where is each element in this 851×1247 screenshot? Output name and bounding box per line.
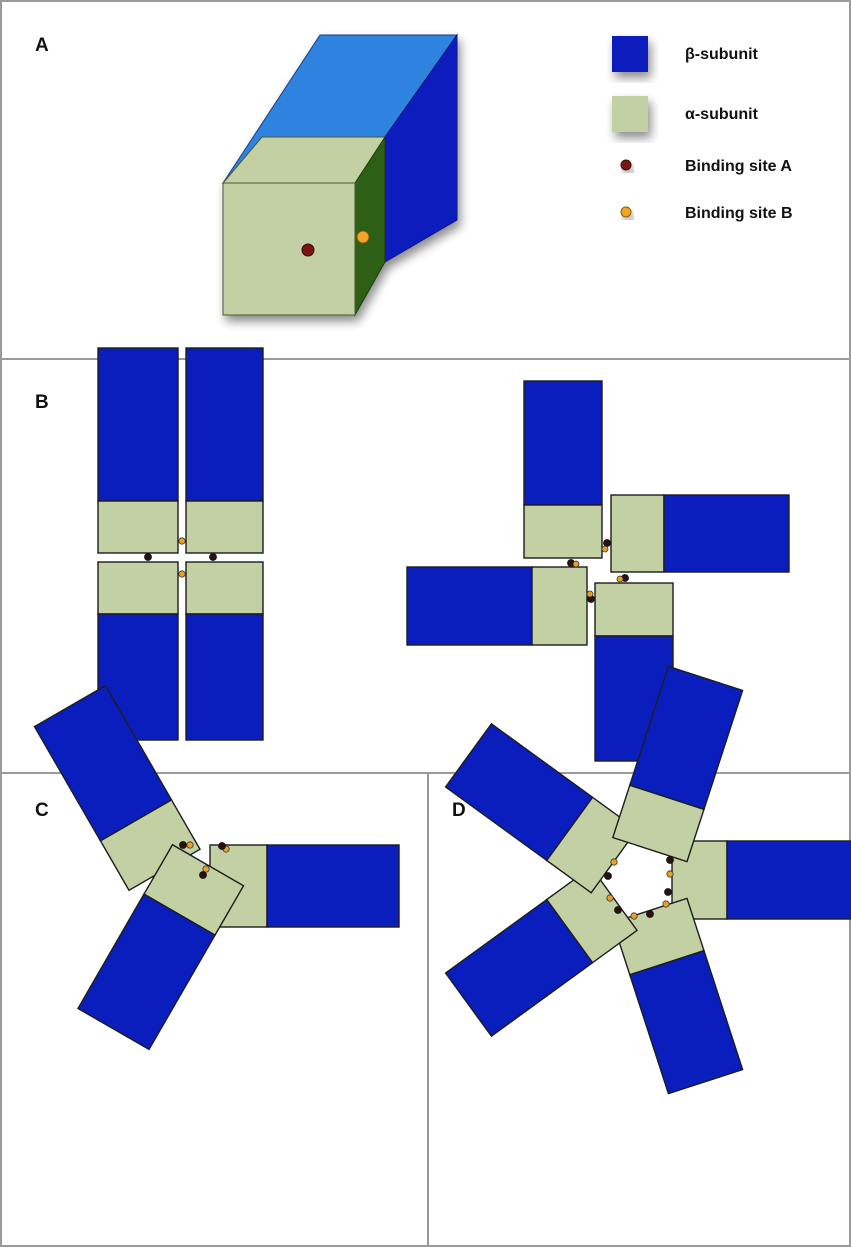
- legend-site-a-dot: [621, 160, 631, 170]
- subunit: [407, 567, 587, 645]
- binding-site-a: [200, 872, 207, 879]
- binding-site-b: [573, 561, 579, 567]
- cuboid-alpha-front-face: [223, 183, 355, 315]
- legend-alpha-label: α-subunit: [685, 106, 759, 123]
- binding-site-b: [602, 546, 608, 552]
- legend-site-b-label: Binding site B: [685, 205, 793, 222]
- panel-label-d: D: [452, 800, 466, 821]
- subunit: [186, 348, 263, 553]
- binding-site-b: [667, 871, 673, 877]
- alpha-subunit: [98, 501, 178, 553]
- alpha-subunit: [98, 562, 178, 614]
- panel-label-a: A: [35, 35, 49, 56]
- subunit: [446, 867, 637, 1036]
- alpha-subunit: [186, 562, 263, 614]
- alpha-subunit: [186, 501, 263, 553]
- beta-subunit: [98, 348, 178, 501]
- binding-site-b: [587, 591, 593, 597]
- subunit-cuboid: [223, 35, 457, 315]
- binding-site-a: [604, 540, 611, 547]
- assembly-d-pentamer: [446, 666, 851, 1093]
- beta-subunit: [407, 567, 532, 645]
- binding-site-a: [665, 889, 672, 896]
- alpha-subunit: [611, 495, 664, 572]
- binding-site-a: [180, 842, 187, 849]
- panel-d: D: [446, 666, 851, 1093]
- subunit: [98, 348, 178, 553]
- subunit: [672, 841, 851, 919]
- beta-subunit: [630, 951, 743, 1094]
- beta-subunit: [727, 841, 851, 919]
- binding-site-a: [219, 843, 226, 850]
- subunit: [524, 381, 602, 558]
- panel-label-b: B: [35, 392, 49, 413]
- binding-site-b: [179, 571, 185, 577]
- alpha-subunit: [532, 567, 587, 645]
- legend-site-a-label: Binding site A: [685, 158, 792, 175]
- subunit: [186, 562, 263, 740]
- assembly-b-left: [98, 348, 263, 740]
- binding-site-a: [210, 554, 217, 561]
- legend-beta-swatch: [612, 36, 648, 72]
- binding-site-b: [611, 859, 617, 865]
- binding-site-a-marker: [302, 244, 314, 256]
- legend-alpha-swatch: [612, 96, 648, 132]
- binding-site-b: [187, 842, 193, 848]
- subunit: [78, 845, 244, 1050]
- panel-label-c: C: [35, 800, 49, 821]
- beta-subunit: [186, 614, 263, 740]
- binding-site-b: [663, 901, 669, 907]
- beta-subunit: [267, 845, 399, 927]
- binding-site-a: [647, 911, 654, 918]
- panel-a: A β-subunit α-subunit Binding site A Bin…: [35, 35, 793, 315]
- legend-beta-label: β-subunit: [685, 46, 759, 63]
- alpha-subunit: [524, 505, 602, 558]
- binding-site-a: [605, 873, 612, 880]
- beta-subunit: [186, 348, 263, 501]
- binding-site-a: [145, 554, 152, 561]
- binding-site-b: [631, 913, 637, 919]
- binding-site-b: [179, 538, 185, 544]
- binding-site-b-marker: [357, 231, 369, 243]
- subunit: [611, 495, 789, 572]
- beta-subunit: [664, 495, 789, 572]
- binding-site-a: [667, 857, 674, 864]
- alpha-subunit: [595, 583, 673, 636]
- legend-site-b-dot: [621, 207, 631, 217]
- beta-subunit: [524, 381, 602, 505]
- binding-site-a: [615, 907, 622, 914]
- binding-site-b: [607, 895, 613, 901]
- binding-site-b: [617, 576, 623, 582]
- legend: β-subunit α-subunit Binding site A Bindi…: [612, 36, 793, 222]
